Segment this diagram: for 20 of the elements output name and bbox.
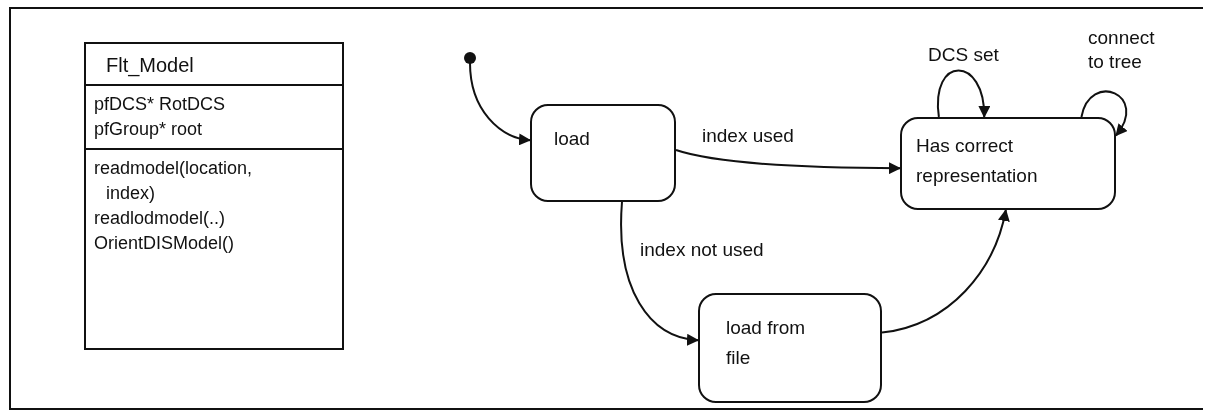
- transition-arrow: [620, 201, 699, 345]
- state-box: [698, 293, 882, 403]
- method-text: OrientDISModel(): [94, 232, 236, 255]
- initial-state-dot: [464, 52, 476, 64]
- self-loop-arrow: [1080, 90, 1128, 137]
- class-box: [84, 42, 344, 350]
- transition-arrow: [675, 149, 901, 175]
- state-label: load: [554, 127, 591, 151]
- method-text: readlodmodel(..): [94, 207, 227, 230]
- class-name: Flt_Model: [106, 53, 195, 78]
- attribute-text: pfDCS* RotDCS: [94, 93, 227, 116]
- attribute-text: pfGroup* root: [94, 118, 204, 141]
- state-label: load from file: [726, 316, 807, 370]
- method-text: readmodel(location, index): [94, 157, 254, 205]
- state-label: Has correct representation: [916, 134, 1039, 188]
- self-loop-arrow: [936, 69, 990, 118]
- transition-arrow: [881, 209, 1010, 334]
- state-box: [900, 117, 1116, 210]
- state-box: [530, 104, 676, 202]
- transition-arrow: [469, 62, 531, 145]
